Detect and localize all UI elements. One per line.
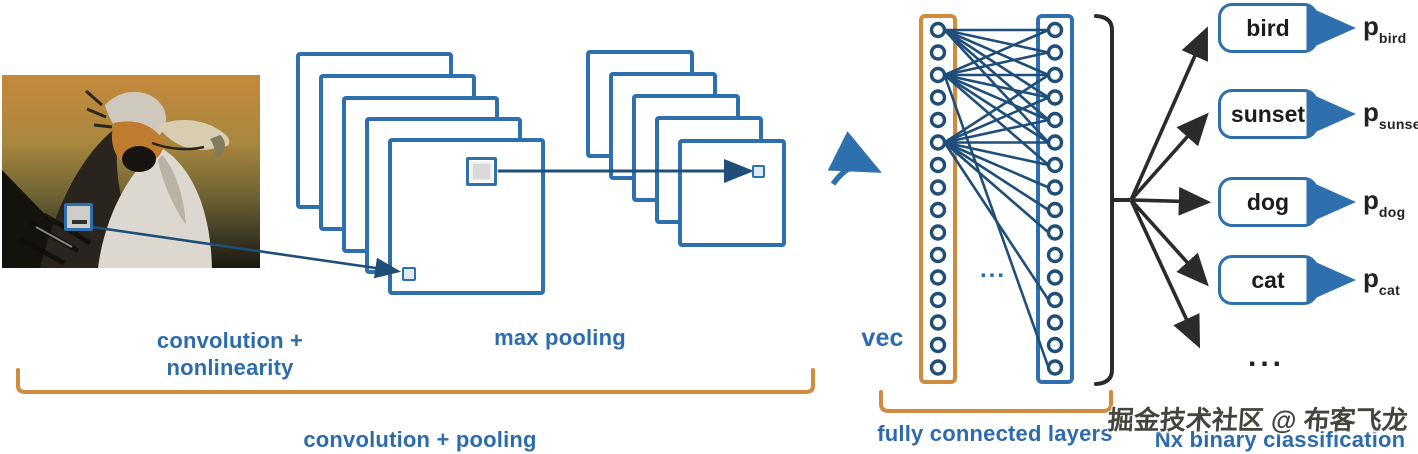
fc-connection bbox=[944, 141, 1049, 167]
fc-connection bbox=[944, 118, 1049, 144]
watermark-text: 掘金技术社区 @ 布客飞龙 bbox=[1106, 405, 1409, 435]
fan-arrow-cat bbox=[1129, 198, 1209, 287]
class-box-bird: bird bbox=[1218, 3, 1318, 53]
bird-photo-illustration bbox=[2, 75, 260, 268]
nx-binary-classification-label: Nx binary classification bbox=[1154, 427, 1406, 452]
fc-connection bbox=[944, 28, 1049, 54]
fc-connection bbox=[943, 141, 1050, 234]
input-patch-box bbox=[64, 203, 93, 231]
fc-connection bbox=[943, 28, 1050, 77]
fc-connection bbox=[943, 73, 1050, 144]
pooling-kernel-box bbox=[466, 157, 497, 186]
fully-connected-bracket bbox=[879, 390, 1113, 413]
kernel-fill bbox=[471, 162, 492, 181]
fc-connection bbox=[943, 141, 1050, 212]
prob-base: p bbox=[1363, 11, 1379, 41]
conv-nonlinearity-label: convolution + nonlinearity bbox=[150, 327, 310, 381]
fc-ellipsis: ... bbox=[980, 256, 1007, 283]
max-pooling-label: max pooling bbox=[494, 325, 626, 350]
class-box-cat: cat bbox=[1218, 255, 1318, 305]
pool-map-5 bbox=[678, 139, 786, 247]
prob-base: p bbox=[1363, 97, 1379, 127]
input-bird-image bbox=[2, 75, 260, 268]
fc-connection bbox=[943, 96, 1050, 144]
prob-sub-dog: dog bbox=[1378, 204, 1406, 221]
fc-connection bbox=[943, 73, 1050, 122]
fc-connection bbox=[943, 74, 1050, 368]
prob-sunset: psunset bbox=[1363, 97, 1418, 133]
vector-layer-frame bbox=[919, 14, 957, 384]
prob-bird: pbird bbox=[1363, 11, 1407, 47]
fc-connection bbox=[943, 141, 1050, 189]
prob-sub-cat: cat bbox=[1378, 282, 1401, 299]
fc-connection bbox=[944, 51, 1049, 77]
vec-label: vec bbox=[861, 324, 904, 352]
class-box-sunset: sunset bbox=[1218, 89, 1318, 139]
fc-connection bbox=[943, 73, 1050, 144]
fan-arrow-sunset bbox=[1129, 112, 1209, 202]
output-brace bbox=[1094, 14, 1114, 386]
class-box-dog: dog bbox=[1218, 177, 1318, 227]
fan-arrow-dog bbox=[1130, 186, 1212, 216]
fc-connection bbox=[943, 29, 1050, 121]
prob-dog: pdog bbox=[1363, 185, 1406, 221]
fc-connection bbox=[944, 73, 1049, 99]
hidden-layer-frame bbox=[1036, 14, 1074, 384]
conv-label-line1: convolution + bbox=[156, 328, 304, 353]
fc-connection bbox=[943, 74, 1050, 166]
fan-arrow-bird bbox=[1129, 26, 1208, 201]
fc-connection bbox=[943, 28, 1050, 77]
prob-base: p bbox=[1363, 263, 1379, 293]
fc-connection bbox=[943, 29, 1050, 144]
to-vector-curved-arrow bbox=[827, 131, 882, 186]
prob-sub-bird: bird bbox=[1378, 30, 1407, 47]
prob-sub-sunset: sunset bbox=[1378, 116, 1418, 133]
outputs-ellipsis: ... bbox=[1248, 340, 1286, 373]
patch-mark bbox=[72, 220, 87, 224]
prob-base: p bbox=[1363, 185, 1379, 215]
fan-arrow-more bbox=[1129, 199, 1201, 349]
fc-connection bbox=[943, 28, 1050, 99]
fully-connected-layers-label: fully connected layers bbox=[877, 421, 1113, 446]
prob-cat: pcat bbox=[1363, 263, 1401, 299]
conv-pooling-bracket bbox=[16, 368, 815, 394]
conv-pooling-layers-label: convolution + pooling layers bbox=[303, 427, 537, 454]
pool-target-patch bbox=[752, 165, 765, 178]
conv-label-line2: nonlinearity bbox=[166, 355, 294, 380]
conv-target-patch bbox=[402, 267, 416, 281]
